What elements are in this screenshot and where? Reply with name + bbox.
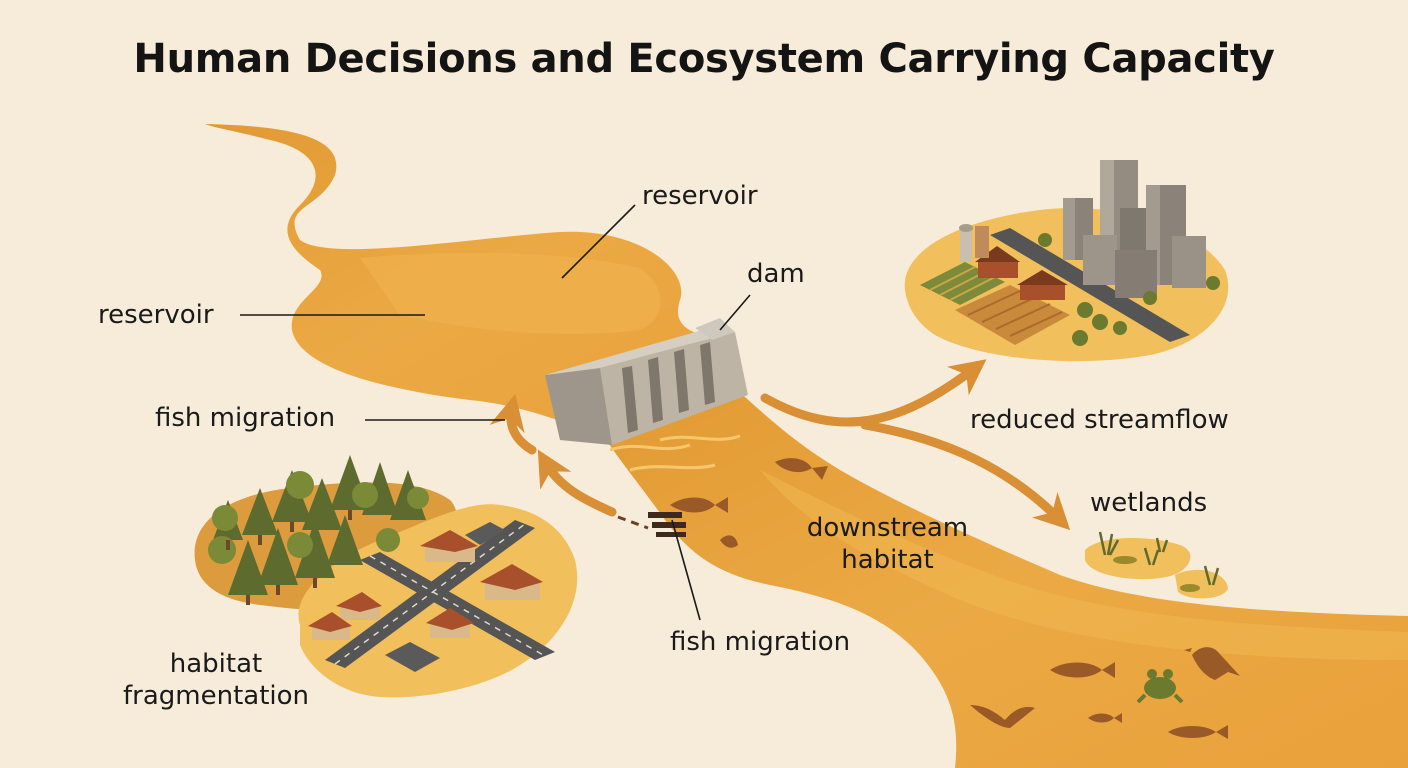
house-icon [336, 592, 382, 620]
label-habitat-fragmentation: habitat fragmentation [100, 648, 332, 712]
label-reduced-streamflow: reduced streamflow [970, 405, 1229, 435]
wetlands-area [1085, 531, 1228, 599]
fish-icon [670, 497, 728, 513]
frog-icon [1136, 669, 1184, 704]
house-icon [420, 530, 478, 562]
fish-migration-arrow-upper [489, 393, 537, 455]
label-fish-migration-left: fish migration [155, 403, 336, 433]
leader-lines [240, 204, 751, 621]
label-habitat-fragmentation-line1: habitat [169, 649, 263, 679]
house-icon [308, 612, 352, 640]
fish-icon [1050, 662, 1115, 678]
label-dam: dam [747, 259, 805, 289]
house-icon [426, 608, 474, 638]
label-downstream-habitat-line2: habitat [841, 545, 934, 575]
barn-icon [1017, 270, 1068, 300]
streamflow-arrow-wetlands [860, 420, 1071, 531]
label-reservoir-upper: reservoir [642, 181, 758, 211]
forest-trees [208, 455, 429, 605]
dam-structure [545, 318, 748, 445]
flying-bird-icon [970, 705, 1035, 728]
label-fish-migration-bottom: fish migration [670, 627, 851, 657]
city-farmland-island [904, 160, 1229, 362]
fragmented-habitat-island [194, 455, 578, 698]
fish-icon [775, 458, 812, 473]
fish-icon [1088, 713, 1122, 723]
fish-icon [1168, 725, 1228, 739]
label-wetlands: wetlands [1090, 488, 1208, 518]
label-downstream-habitat: downstream habitat [790, 512, 985, 576]
label-downstream-habitat-line1: downstream [806, 513, 969, 543]
fish-ladder [648, 512, 686, 537]
streamflow-arrow-city [760, 359, 987, 427]
label-reservoir-left: reservoir [98, 300, 214, 330]
city-buildings [1063, 160, 1206, 298]
bird-icon [1184, 647, 1240, 680]
house-icon [480, 564, 543, 600]
label-habitat-fragmentation-line2: fragmentation [122, 681, 309, 711]
page-title: Human Decisions and Ecosystem Carrying C… [133, 36, 1275, 82]
fish-migration-arrow-lower [537, 449, 617, 517]
